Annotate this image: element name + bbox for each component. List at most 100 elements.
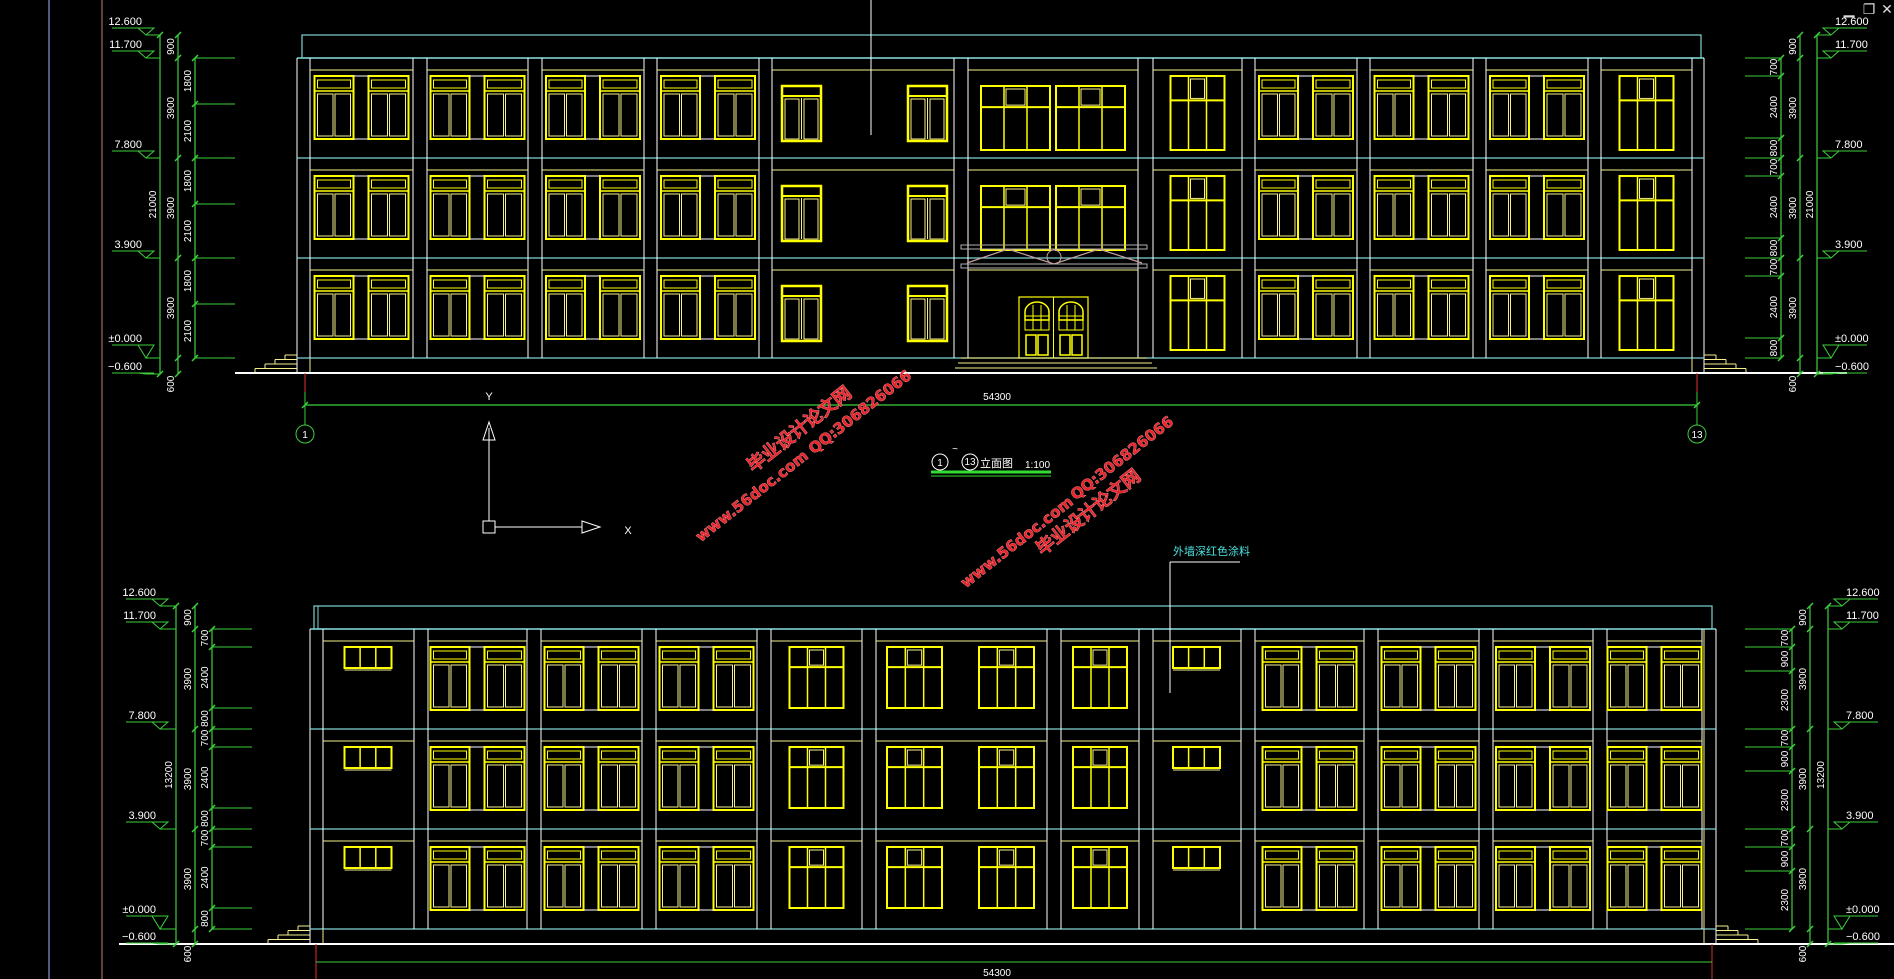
window-double [543,746,640,811]
window-sash [784,298,800,340]
window-sash [371,193,388,237]
dimension-tick [174,354,182,362]
title-axis-to: 13 [964,457,976,468]
window-sash [717,93,735,137]
window-sash [717,193,735,237]
window-sash [433,764,450,808]
level-triangle-icon [1821,27,1841,36]
window-frame [597,646,640,711]
window-transom [1498,650,1533,660]
window-transom [1492,79,1527,89]
window-sash [1401,864,1418,908]
window-sash [809,749,824,766]
window-transom [487,279,522,289]
axis-label: 1 [302,430,308,441]
window-transom [317,79,351,89]
window-sash [734,764,751,808]
window-transom [1431,79,1466,89]
dimension-text: 700 [200,729,211,746]
window-transom [1438,750,1473,760]
dimension-tick [174,254,182,262]
window-double [1380,846,1477,911]
dimension-text: 3900 [166,196,177,219]
window-sash [1261,293,1278,337]
window-sash [505,93,522,137]
level-marker: 12.600 [1817,16,1869,36]
window-small [1172,646,1221,671]
window-sash [1449,193,1466,237]
window-frame [1427,275,1470,340]
window-transom [371,279,406,289]
level-label: 7.800 [114,139,142,151]
dimension-tick [1806,602,1814,610]
window-double [429,275,526,340]
window-frame [1380,646,1422,711]
dimension-text: 700 [1769,58,1780,75]
window-sash [1498,764,1515,808]
dimension-text: 900 [166,38,177,55]
window-sash [389,193,406,237]
window-frame [1373,175,1415,240]
overall-dimension-text: 54300 [983,392,1011,403]
window-sash [1456,664,1473,708]
window-sash [450,664,467,708]
window-frame [978,746,1035,809]
window-transom [1265,850,1299,860]
window-frame [343,646,393,669]
window-sash [1394,193,1411,237]
window-sash [548,93,565,137]
dimension-text: 13200 [164,761,175,789]
level-triangle-icon [136,50,156,59]
window-transom [1384,850,1418,860]
window-sash [1682,864,1699,908]
window-sash [681,293,698,337]
window-sash [1080,188,1101,206]
window-transom [487,179,522,189]
window-sash [1627,864,1644,908]
window-grid [1618,275,1675,351]
door-panel [1058,319,1084,331]
close-button[interactable]: ✕ [1878,0,1894,20]
window-sash [1570,764,1588,808]
window-sash [1664,664,1681,708]
window-frame [545,75,586,140]
window-sash [620,193,638,237]
close-icon: ✕ [1881,2,1893,18]
dimension-tick [1806,725,1814,733]
bay [771,58,955,358]
restore-button[interactable]: ❐ [1860,0,1878,20]
dimension-text: 13200 [1816,761,1827,789]
window-transom [717,279,753,289]
dimension-tick [191,825,199,833]
window-frame [1072,746,1128,809]
window-frame [343,846,393,869]
window-frame [712,646,755,711]
dimension-tick [1796,354,1804,362]
window-frame [599,75,641,140]
minimize-button[interactable]: ▁ [1840,0,1858,20]
window-single [906,184,949,243]
window-frame [1495,846,1536,911]
window-frame [1258,275,1299,340]
window-grid [1169,275,1226,351]
window-sash [1639,178,1654,199]
level-triangle-icon [150,721,170,730]
window-transom [1498,750,1533,760]
window-sash [548,193,565,237]
door-panel [1071,334,1083,356]
window-sash [1498,664,1515,708]
level-marker: ±0.000 [1817,333,1869,359]
level-label: −0.600 [1835,361,1869,373]
level-marker: 11.700 [109,39,160,59]
window-frame [1055,85,1126,151]
window-sash [1282,764,1299,808]
window-sash [505,764,522,808]
dimension-text: 2400 [1769,195,1780,218]
window-sash [1394,93,1411,137]
window-sash [1639,78,1654,99]
window-frame [543,646,585,711]
dimension-tick [1824,940,1832,948]
dimension-text: 2100 [183,219,194,242]
